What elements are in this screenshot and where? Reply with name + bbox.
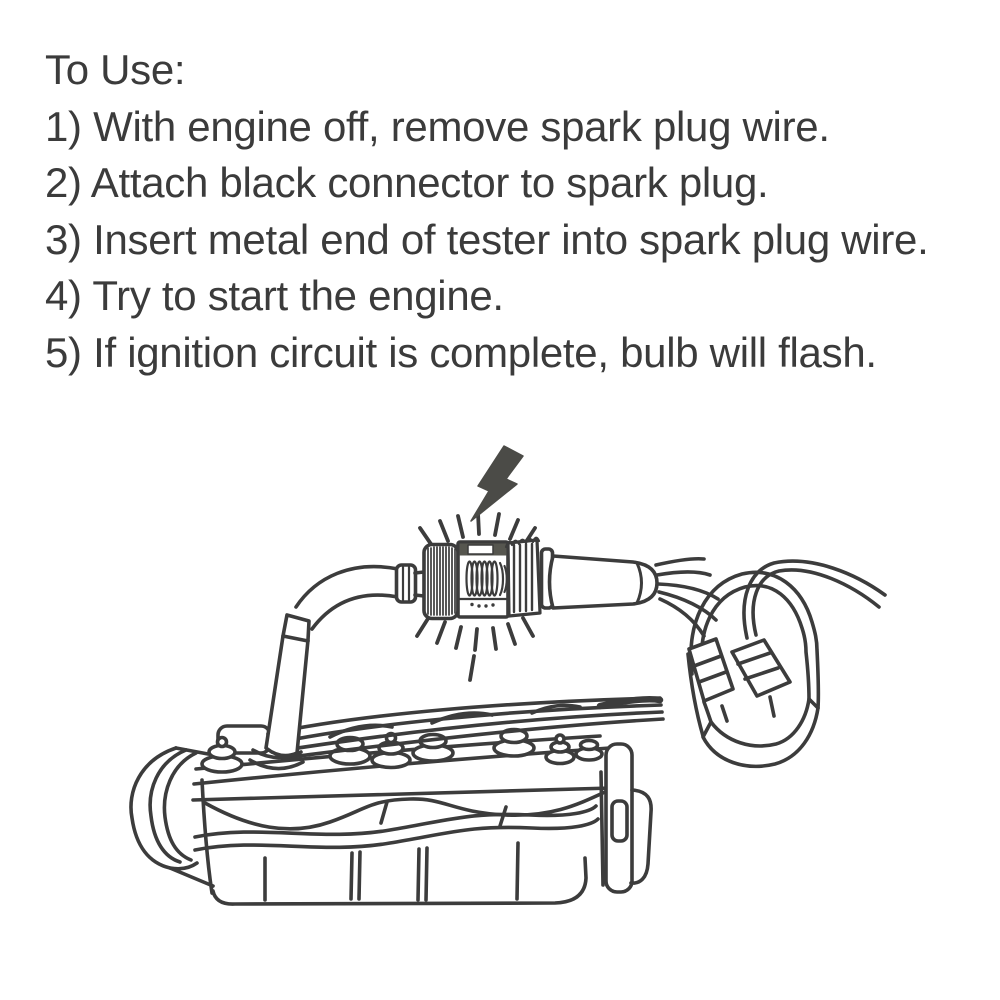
spark-plug-terminals <box>200 727 604 774</box>
wire-tail <box>498 805 508 828</box>
engine-front-drum <box>129 746 215 888</box>
block-left-edge <box>200 778 214 895</box>
wire-fan <box>654 556 720 638</box>
connector-hose <box>310 593 400 631</box>
gasket-seam <box>193 804 598 839</box>
block-divider <box>357 850 362 901</box>
instruction-step: 3) Insert metal end of tester into spark… <box>45 215 929 263</box>
cover-edge <box>191 786 614 802</box>
block-divider <box>349 851 354 901</box>
tester-threads <box>504 536 542 618</box>
spark-tester <box>394 536 659 621</box>
cap-tower <box>720 704 729 723</box>
block-divider <box>424 846 429 902</box>
instruction-step: 5) If ignition circuit is complete, bulb… <box>45 328 877 376</box>
wire-twist <box>430 711 494 725</box>
draped-wire <box>203 790 607 831</box>
long-wire-right <box>742 559 887 640</box>
connector-body <box>264 613 311 758</box>
instruction-step: 2) Attach black connector to spark plug. <box>45 159 769 206</box>
spark-plug-wires <box>266 696 665 760</box>
tester-rubber-boot <box>547 554 659 610</box>
wire-twist <box>328 723 394 739</box>
tester-bulb-window <box>456 540 510 619</box>
distributor-boot <box>730 638 792 698</box>
connector-crease <box>281 634 310 643</box>
instruction-step: 4) Try to start the engine. <box>45 272 504 319</box>
tester-metal-end <box>394 542 460 621</box>
distributor-boot <box>687 637 735 703</box>
block-right-edge <box>599 770 605 887</box>
instructions-block: To Use: 1) With engine off, remove spark… <box>45 42 929 381</box>
arched-wire <box>689 570 821 710</box>
lightning-bolt-icon <box>470 445 524 522</box>
distributor-cap <box>686 652 820 769</box>
instructions-title: To Use: <box>45 46 186 93</box>
flash-rays <box>415 511 537 682</box>
wire-tail <box>379 800 389 825</box>
black-connector-boot <box>248 564 400 771</box>
connector-hose <box>294 564 400 609</box>
block-divider <box>515 841 520 901</box>
gasket-seam <box>193 817 600 852</box>
block-divider <box>416 847 421 902</box>
wire-twist <box>530 703 582 715</box>
instruction-step: 1) With engine off, remove spark plug wi… <box>45 102 830 150</box>
cap-tower <box>768 695 776 718</box>
spark-plug <box>544 733 576 766</box>
block-bottom-edge <box>211 856 588 906</box>
distributor <box>654 556 887 769</box>
spark-plug <box>574 738 604 762</box>
plug-seat <box>248 758 305 771</box>
spark-plug <box>200 735 244 774</box>
engine-bracket <box>604 742 653 894</box>
plug-seat <box>251 748 303 760</box>
